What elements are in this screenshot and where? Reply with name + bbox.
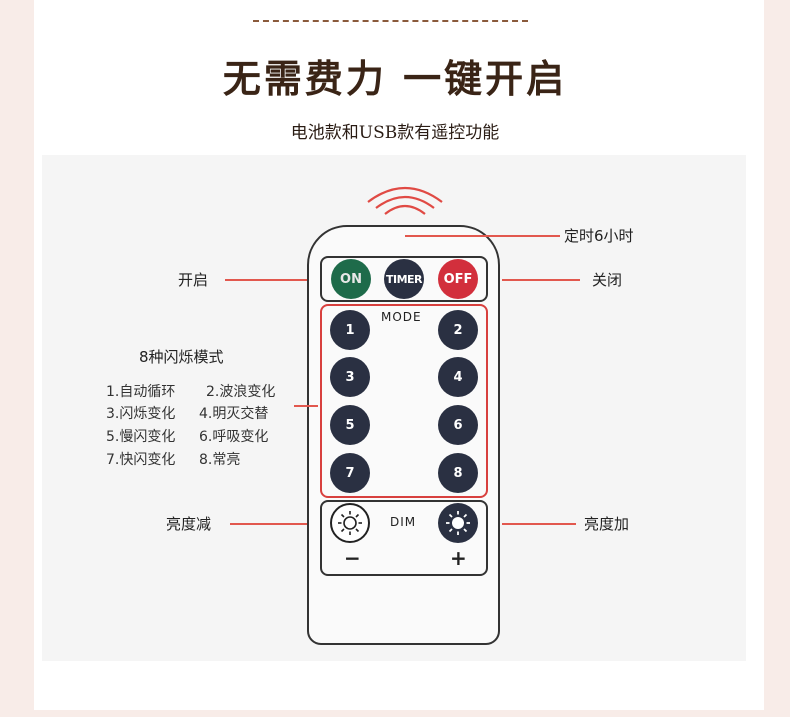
dim-up-leader-line: [502, 523, 576, 525]
minus-sign: −: [344, 546, 361, 570]
mode-desc-3: 3.闪烁变化: [106, 406, 176, 422]
mode-desc-8: 8.常亮: [199, 452, 241, 468]
mode-button-1[interactable]: 1: [330, 310, 370, 350]
off-button[interactable]: OFF: [438, 259, 478, 299]
brightness-down-button[interactable]: [330, 503, 370, 543]
timer-button[interactable]: TIMER: [384, 259, 424, 299]
mode-desc-6: 6.呼吸变化: [199, 429, 269, 445]
modes-title: 8种闪烁模式: [139, 348, 224, 366]
mode-desc-2: 2.波浪变化: [206, 384, 276, 400]
dim-button-group: [320, 500, 488, 576]
dim-label: DIM: [390, 515, 417, 529]
sun-filled-icon: [446, 511, 470, 535]
mode-desc-4: 4.明灭交替: [199, 406, 269, 422]
page-subtitle: 电池款和USB款有遥控功能: [290, 123, 500, 143]
mode-button-5[interactable]: 5: [330, 405, 370, 445]
dim-down-leader-line: [230, 523, 307, 525]
modes-leader-line: [294, 405, 318, 407]
signal-waves-icon: [367, 186, 443, 215]
dim-down-callout: 亮度减: [166, 515, 212, 533]
off-callout: 关闭: [592, 271, 623, 289]
on-callout: 开启: [178, 271, 209, 289]
power-button-group: [320, 256, 488, 302]
page-title: 无需费力 一键开启: [222, 56, 568, 101]
mode-button-group: [320, 304, 488, 498]
decorative-dashed-line: [253, 20, 528, 22]
mode-desc-1: 1.自动循环: [106, 384, 176, 400]
sun-outline-icon: [338, 511, 362, 535]
mode-button-7[interactable]: 7: [330, 453, 370, 493]
on-button[interactable]: ON: [331, 259, 371, 299]
mode-button-6[interactable]: 6: [438, 405, 478, 445]
on-leader-line: [225, 279, 307, 281]
mode-button-8[interactable]: 8: [438, 453, 478, 493]
timer-callout: 定时6小时: [564, 227, 634, 245]
timer-leader-line: [405, 235, 560, 237]
mode-label: MODE: [381, 310, 422, 324]
off-leader-line: [502, 279, 580, 281]
brightness-up-button[interactable]: [438, 503, 478, 543]
mode-desc-7: 7.快闪变化: [106, 452, 176, 468]
mode-button-4[interactable]: 4: [438, 357, 478, 397]
mode-button-3[interactable]: 3: [330, 357, 370, 397]
mode-desc-5: 5.慢闪变化: [106, 429, 176, 445]
dim-up-callout: 亮度加: [584, 515, 630, 533]
mode-button-2[interactable]: 2: [438, 310, 478, 350]
plus-sign: +: [450, 546, 467, 570]
